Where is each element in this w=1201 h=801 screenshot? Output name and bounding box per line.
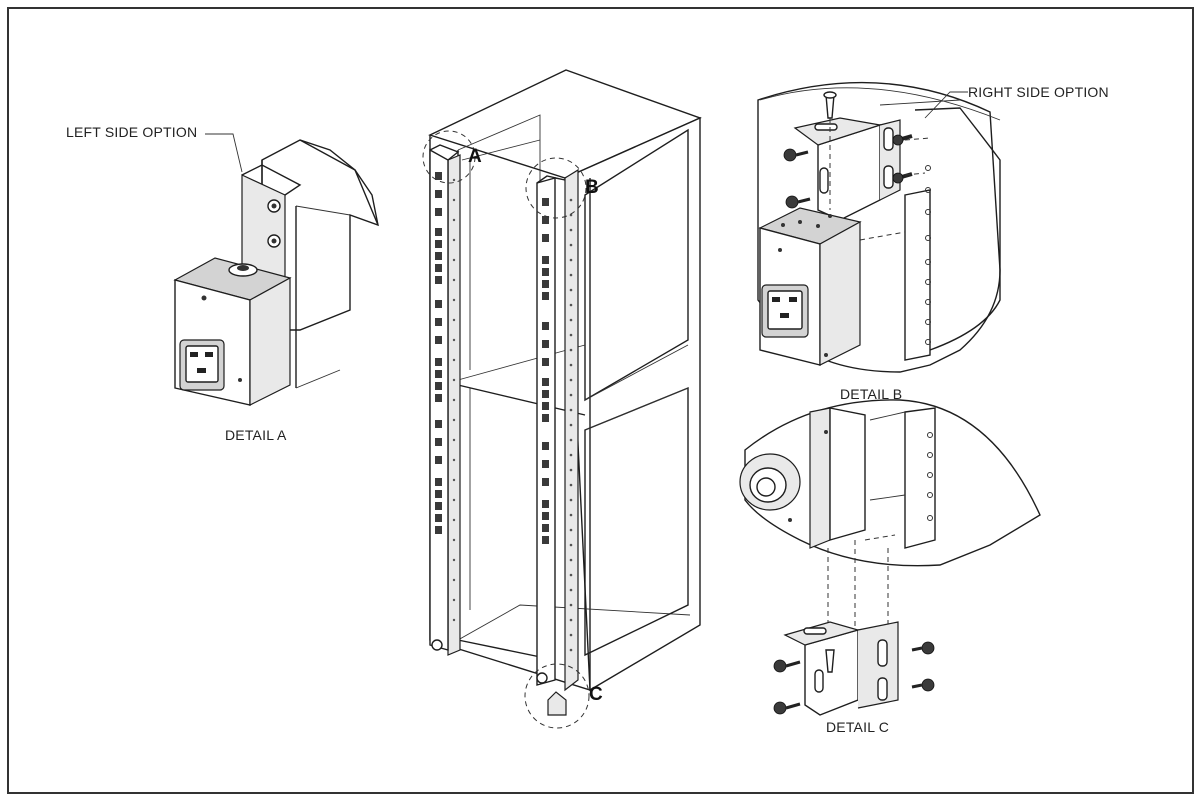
callout-circle-b: [525, 157, 587, 219]
left-side-option-label: LEFT SIDE OPTION: [66, 124, 198, 140]
callout-letter-c: C: [589, 684, 603, 705]
detail-b-drawing: [757, 81, 1001, 373]
detail-b-label: DETAIL B: [840, 386, 903, 402]
rack-cabinet-drawing: [422, 69, 702, 729]
callout-letter-b: B: [585, 177, 599, 198]
callout-circle-a: [422, 130, 476, 184]
detail-c-drawing: [739, 399, 1041, 716]
drawing-border: [7, 7, 1194, 794]
detail-c-label: DETAIL C: [826, 719, 890, 735]
callout-letter-a: A: [468, 146, 482, 167]
callout-circle-c: [524, 663, 590, 729]
detail-a-label: DETAIL A: [225, 427, 287, 443]
right-side-option-label: RIGHT SIDE OPTION: [968, 84, 1109, 100]
detail-a-drawing: [173, 133, 379, 406]
